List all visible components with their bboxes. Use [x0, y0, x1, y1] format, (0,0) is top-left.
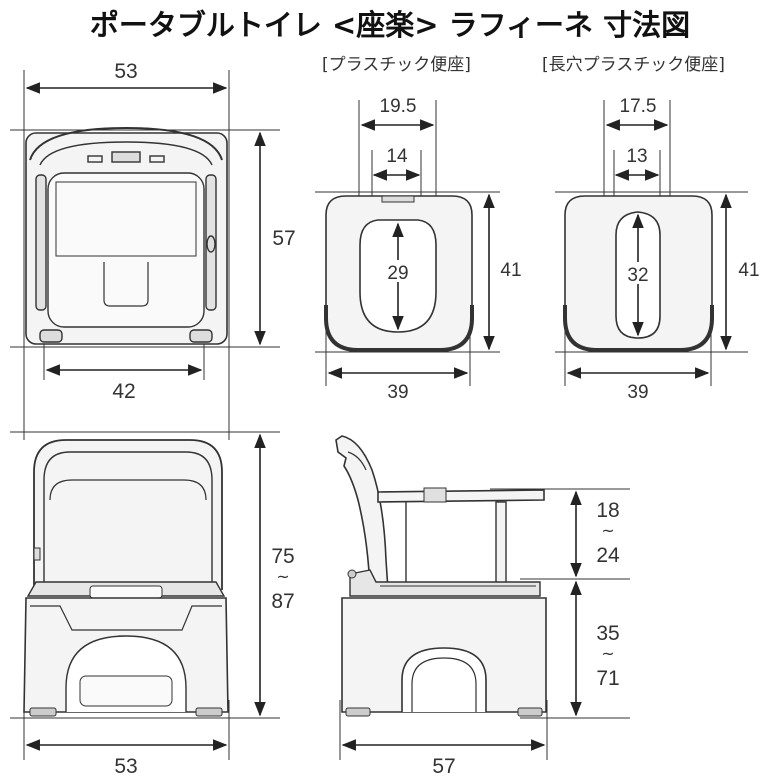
top-depth-label: 57	[272, 227, 295, 250]
front-height-min-label: 75	[271, 545, 294, 568]
long-inner-opening-label: 13	[626, 146, 647, 167]
plastic-inner-opening-label: 14	[386, 146, 408, 167]
long-hole-seat-view	[555, 100, 748, 386]
seat-height-min-label: 35	[596, 622, 619, 645]
long-width-label: 39	[627, 382, 648, 403]
top-width-label: 53	[114, 60, 137, 83]
front-view	[10, 431, 280, 760]
long-hole-length-label: 32	[627, 265, 648, 286]
side-armrest	[377, 489, 545, 503]
seat-height-range-symbol: ~	[601, 644, 614, 663]
armrest-range-symbol: ~	[601, 521, 614, 540]
seat-height-max-label: 71	[596, 667, 619, 690]
front-height-range-symbol: ~	[276, 567, 289, 586]
top-inner-width-label: 42	[112, 380, 135, 403]
armrest-height-min-label: 18	[596, 499, 619, 522]
side-backrest	[335, 435, 389, 591]
caption-long-hole-seat: [長穴プラスチック便座]	[542, 55, 725, 75]
long-depth-label: 41	[738, 260, 759, 281]
top-view	[10, 70, 280, 440]
side-depth-label: 57	[432, 755, 455, 778]
side-view	[335, 435, 630, 760]
seat-lid-top	[47, 172, 205, 328]
plastic-depth-label: 41	[500, 260, 521, 281]
plastic-hole-length-label: 29	[387, 263, 408, 284]
caption-plastic-seat: [プラスチック便座]	[322, 55, 471, 75]
front-backrest	[33, 439, 223, 590]
long-outer-opening-label: 17.5	[620, 96, 657, 117]
plastic-outer-opening-label: 19.5	[380, 96, 417, 117]
side-armrest-leg	[495, 501, 507, 585]
plastic-seat-view	[315, 100, 500, 386]
armrest-height-max-label: 24	[596, 544, 620, 567]
front-height-max-label: 87	[271, 590, 294, 613]
side-leg-opening	[401, 647, 487, 712]
page-title: ポータブルトイレ <座楽> ラフィーネ 寸法図	[89, 8, 691, 42]
plastic-width-label: 39	[387, 382, 408, 403]
front-width-label: 53	[114, 755, 137, 778]
